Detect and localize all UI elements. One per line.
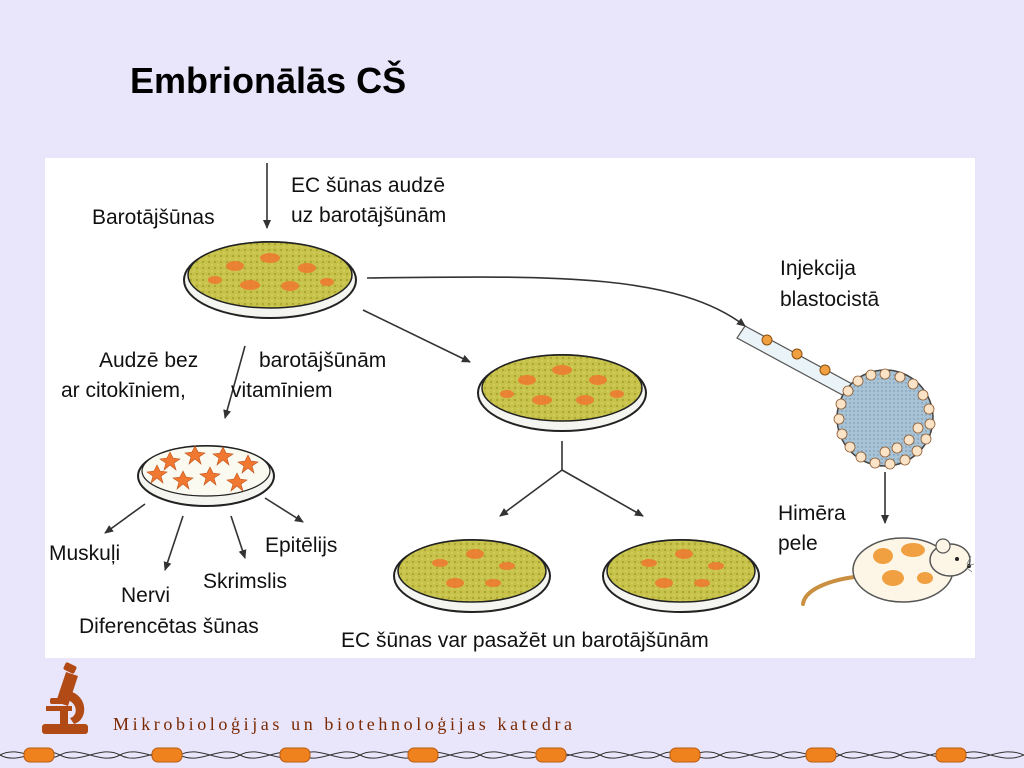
arrow-dish1-to-dish3 xyxy=(223,345,246,419)
label-differentiated-cells: Diferencētas šūnas xyxy=(79,615,259,638)
diagram-panel: Barotājšūnas EC šūnas audzē uz barotājšū… xyxy=(45,158,975,658)
petri-dish-feeder xyxy=(183,241,357,319)
footer-department: Mikrobioloģijas un biotehnoloģijas kated… xyxy=(113,714,576,734)
label-injection-2: blastocistā xyxy=(780,288,880,311)
arrow-to-cartilage xyxy=(230,515,247,559)
arrow-dish1-to-pipette xyxy=(366,276,746,327)
label-ec-growth-2: uz barotājšūnām xyxy=(291,204,446,227)
slide-title: Embrionālās CŠ xyxy=(130,60,407,101)
label-chimera-2: pele xyxy=(778,532,818,555)
label-feeder-cells-dat: barotājšūnām xyxy=(259,349,386,372)
embryonic-stem-cell-diagram: Barotājšūnas EC šūnas audzē uz barotājšū… xyxy=(49,163,975,652)
label-epithelium: Epitēlijs xyxy=(265,534,337,557)
blastocyst xyxy=(833,368,936,470)
petri-dish-passage xyxy=(477,354,647,432)
petri-dish-bottom-right xyxy=(602,539,760,613)
petri-dish-bottom-left xyxy=(393,539,551,613)
chimera-mouse xyxy=(801,537,975,606)
arrow-to-muscles xyxy=(104,503,146,534)
label-grow-without: Audzē bez xyxy=(99,349,198,372)
arrow-dish2-to-dish4 xyxy=(499,469,563,517)
label-passage: EC šūnas var pasažēt un barotājšūnām xyxy=(341,629,709,652)
arrow-dish2-to-dish5 xyxy=(561,469,644,517)
label-feeder-cells: Barotājšūnas xyxy=(92,206,215,229)
label-muscles: Muskuļi xyxy=(49,542,120,565)
label-cytokines: ar citokīniem, xyxy=(61,379,186,402)
microscope-logo-icon xyxy=(42,662,88,734)
arrow-to-nerves xyxy=(163,515,184,571)
decorative-chain-border xyxy=(0,747,1024,763)
label-chimera-1: Himēra xyxy=(778,502,846,525)
label-cartilage: Skrimslis xyxy=(203,570,287,593)
arrow-to-epithelium xyxy=(264,497,304,523)
ec-cell-clusters xyxy=(208,253,334,291)
arrows xyxy=(104,163,889,571)
label-injection-1: Injekcija xyxy=(780,257,856,280)
label-nerves: Nervi xyxy=(121,584,170,607)
label-ec-growth-1: EC šūnas audzē xyxy=(291,174,445,197)
label-vitamins: vitamīniem xyxy=(231,379,333,402)
arrow-dish1-to-dish2 xyxy=(362,309,471,363)
petri-dish-differentiation xyxy=(137,445,275,507)
